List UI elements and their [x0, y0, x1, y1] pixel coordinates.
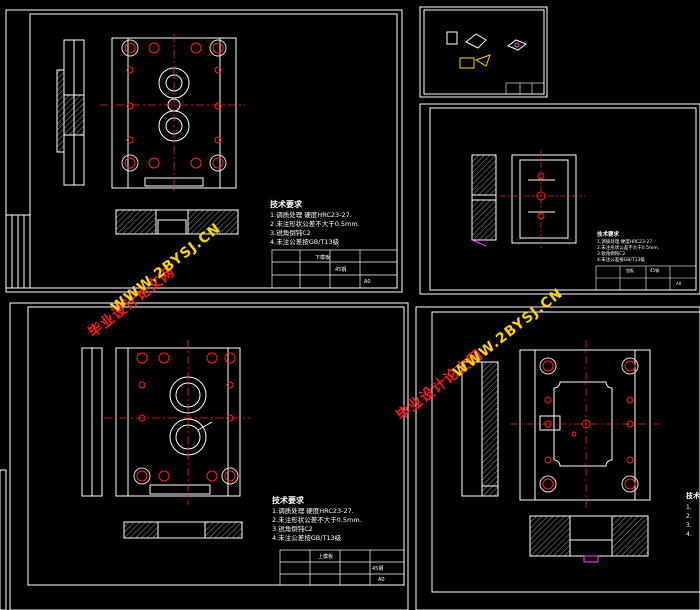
title-block-size: A0: [676, 281, 682, 286]
note-line: 1.: [686, 504, 692, 511]
notes-title: 技术要: [686, 492, 700, 500]
note-line: 4.未注公差按GB/T13级: [597, 258, 645, 263]
note-line: 4.未注公差按GB/T13级: [270, 238, 340, 246]
notes-top-right: 技术要求 1.调质处理 硬度HRC23-27. 2.未注形状公差不大于0.5mm…: [597, 232, 659, 264]
side-view: [56, 39, 85, 186]
note-line: 3.锐角倒钝C2: [597, 252, 626, 257]
notes-bottom-left: 技术要求 1.调质处理 硬度HRC23-27. 2.未注形状公差不大于0.5mm…: [272, 496, 362, 543]
note-line: 3.锐角倒钝C2: [270, 229, 311, 237]
section-view: [123, 521, 243, 539]
sheet-inner-frame: [29, 13, 398, 289]
note-line: 2.未注形状公差不大于0.5mm.: [597, 246, 660, 251]
title-block-material: 45钢: [650, 268, 660, 273]
title-block-material: 45钢: [372, 566, 384, 572]
note-line: 3.: [686, 522, 692, 529]
sheet-bottom-right: [415, 306, 700, 610]
note-line: 1.调质处理 硬度HRC23-27.: [272, 507, 354, 515]
note-line: 3.锐角倒钝C2: [272, 525, 313, 533]
plan-view-fixed-plate: [519, 349, 651, 501]
note-line: 2.未注形状公差不大于0.5mm.: [270, 220, 360, 228]
note-line: 4.未注公差按GB/T13级: [272, 534, 342, 542]
title-block-name: 上模板: [318, 554, 334, 560]
sheet-bottom-left: [0, 302, 409, 610]
side-view: [471, 154, 497, 247]
title-block-size: A0: [364, 279, 371, 285]
title-block-size: A0: [378, 577, 385, 583]
notes-top-left: 技术要求 1.调质处理 硬度HRC23-27. 2.未注形状公差不大于0.5mm…: [270, 200, 360, 247]
side-view: [461, 361, 499, 497]
title-block-material: 45钢: [335, 267, 347, 273]
sheet-border: [5, 9, 403, 293]
assembly-sketches: [446, 31, 528, 69]
sheet-middle-right: [419, 103, 700, 295]
note-line: 1.调质处理 硬度HRC23-27.: [597, 240, 654, 245]
sheet-assembly-small: [419, 6, 548, 98]
sheet-top-left: [5, 9, 403, 293]
title-block: [271, 249, 398, 289]
title-block: [595, 265, 697, 291]
title-block: [279, 549, 405, 586]
notes-bottom-right: 技术要 1. 2. 3. 4.: [686, 492, 700, 539]
notes-title: 技术要求: [597, 232, 620, 238]
note-line: 1.调质处理 硬度HRC23-27.: [270, 211, 352, 219]
note-line: 2.未注形状公差不大于0.5mm.: [272, 516, 362, 524]
notes-title: 技术要求: [270, 200, 302, 209]
note-line: 2.: [686, 513, 692, 520]
plan-view-top-plate: [115, 347, 241, 497]
side-view: [81, 347, 103, 497]
note-line: 4.: [686, 531, 692, 538]
section-view: [529, 515, 649, 563]
title-block-name: 下模板: [315, 255, 331, 261]
plan-view-backing-plate: [511, 154, 577, 244]
centerlines: [100, 34, 245, 192]
section-view: [115, 209, 239, 235]
title-block-name: 垫板: [626, 268, 634, 273]
notes-title: 技术要求: [272, 496, 304, 505]
